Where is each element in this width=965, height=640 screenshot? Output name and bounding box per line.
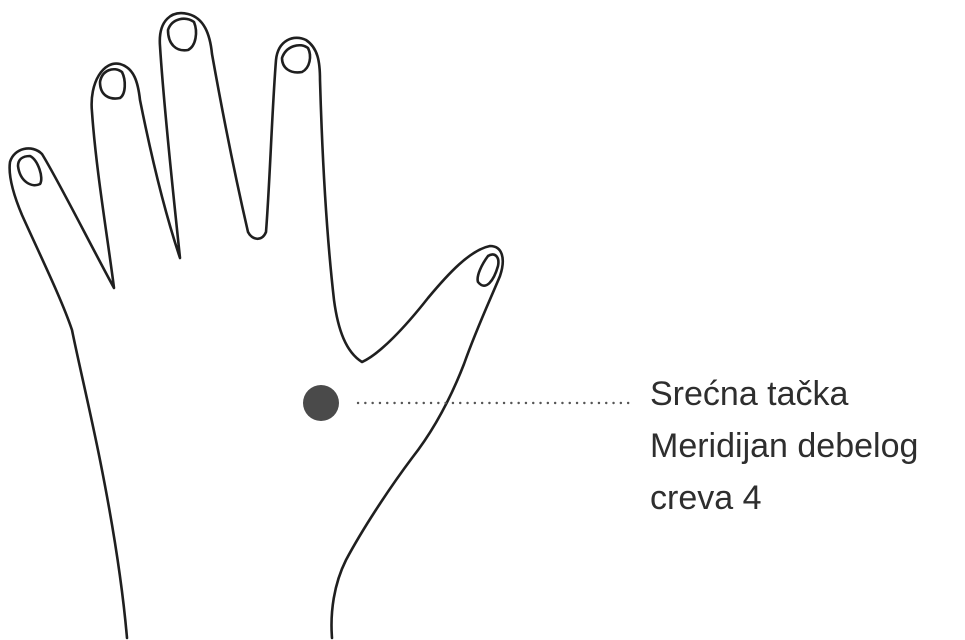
point-label-line-3: creva 4 (650, 472, 762, 524)
hand-outline (10, 13, 503, 638)
nail-little-finger (18, 156, 41, 185)
nail-middle-finger (168, 19, 196, 51)
point-label-line-2: Meridijan debelog (650, 420, 918, 472)
nail-thumb (478, 254, 499, 285)
nail-index-finger (282, 45, 310, 72)
acupressure-point (303, 385, 339, 421)
nail-ring-finger (100, 69, 125, 98)
point-label-line-1: Srećna tačka (650, 368, 848, 420)
